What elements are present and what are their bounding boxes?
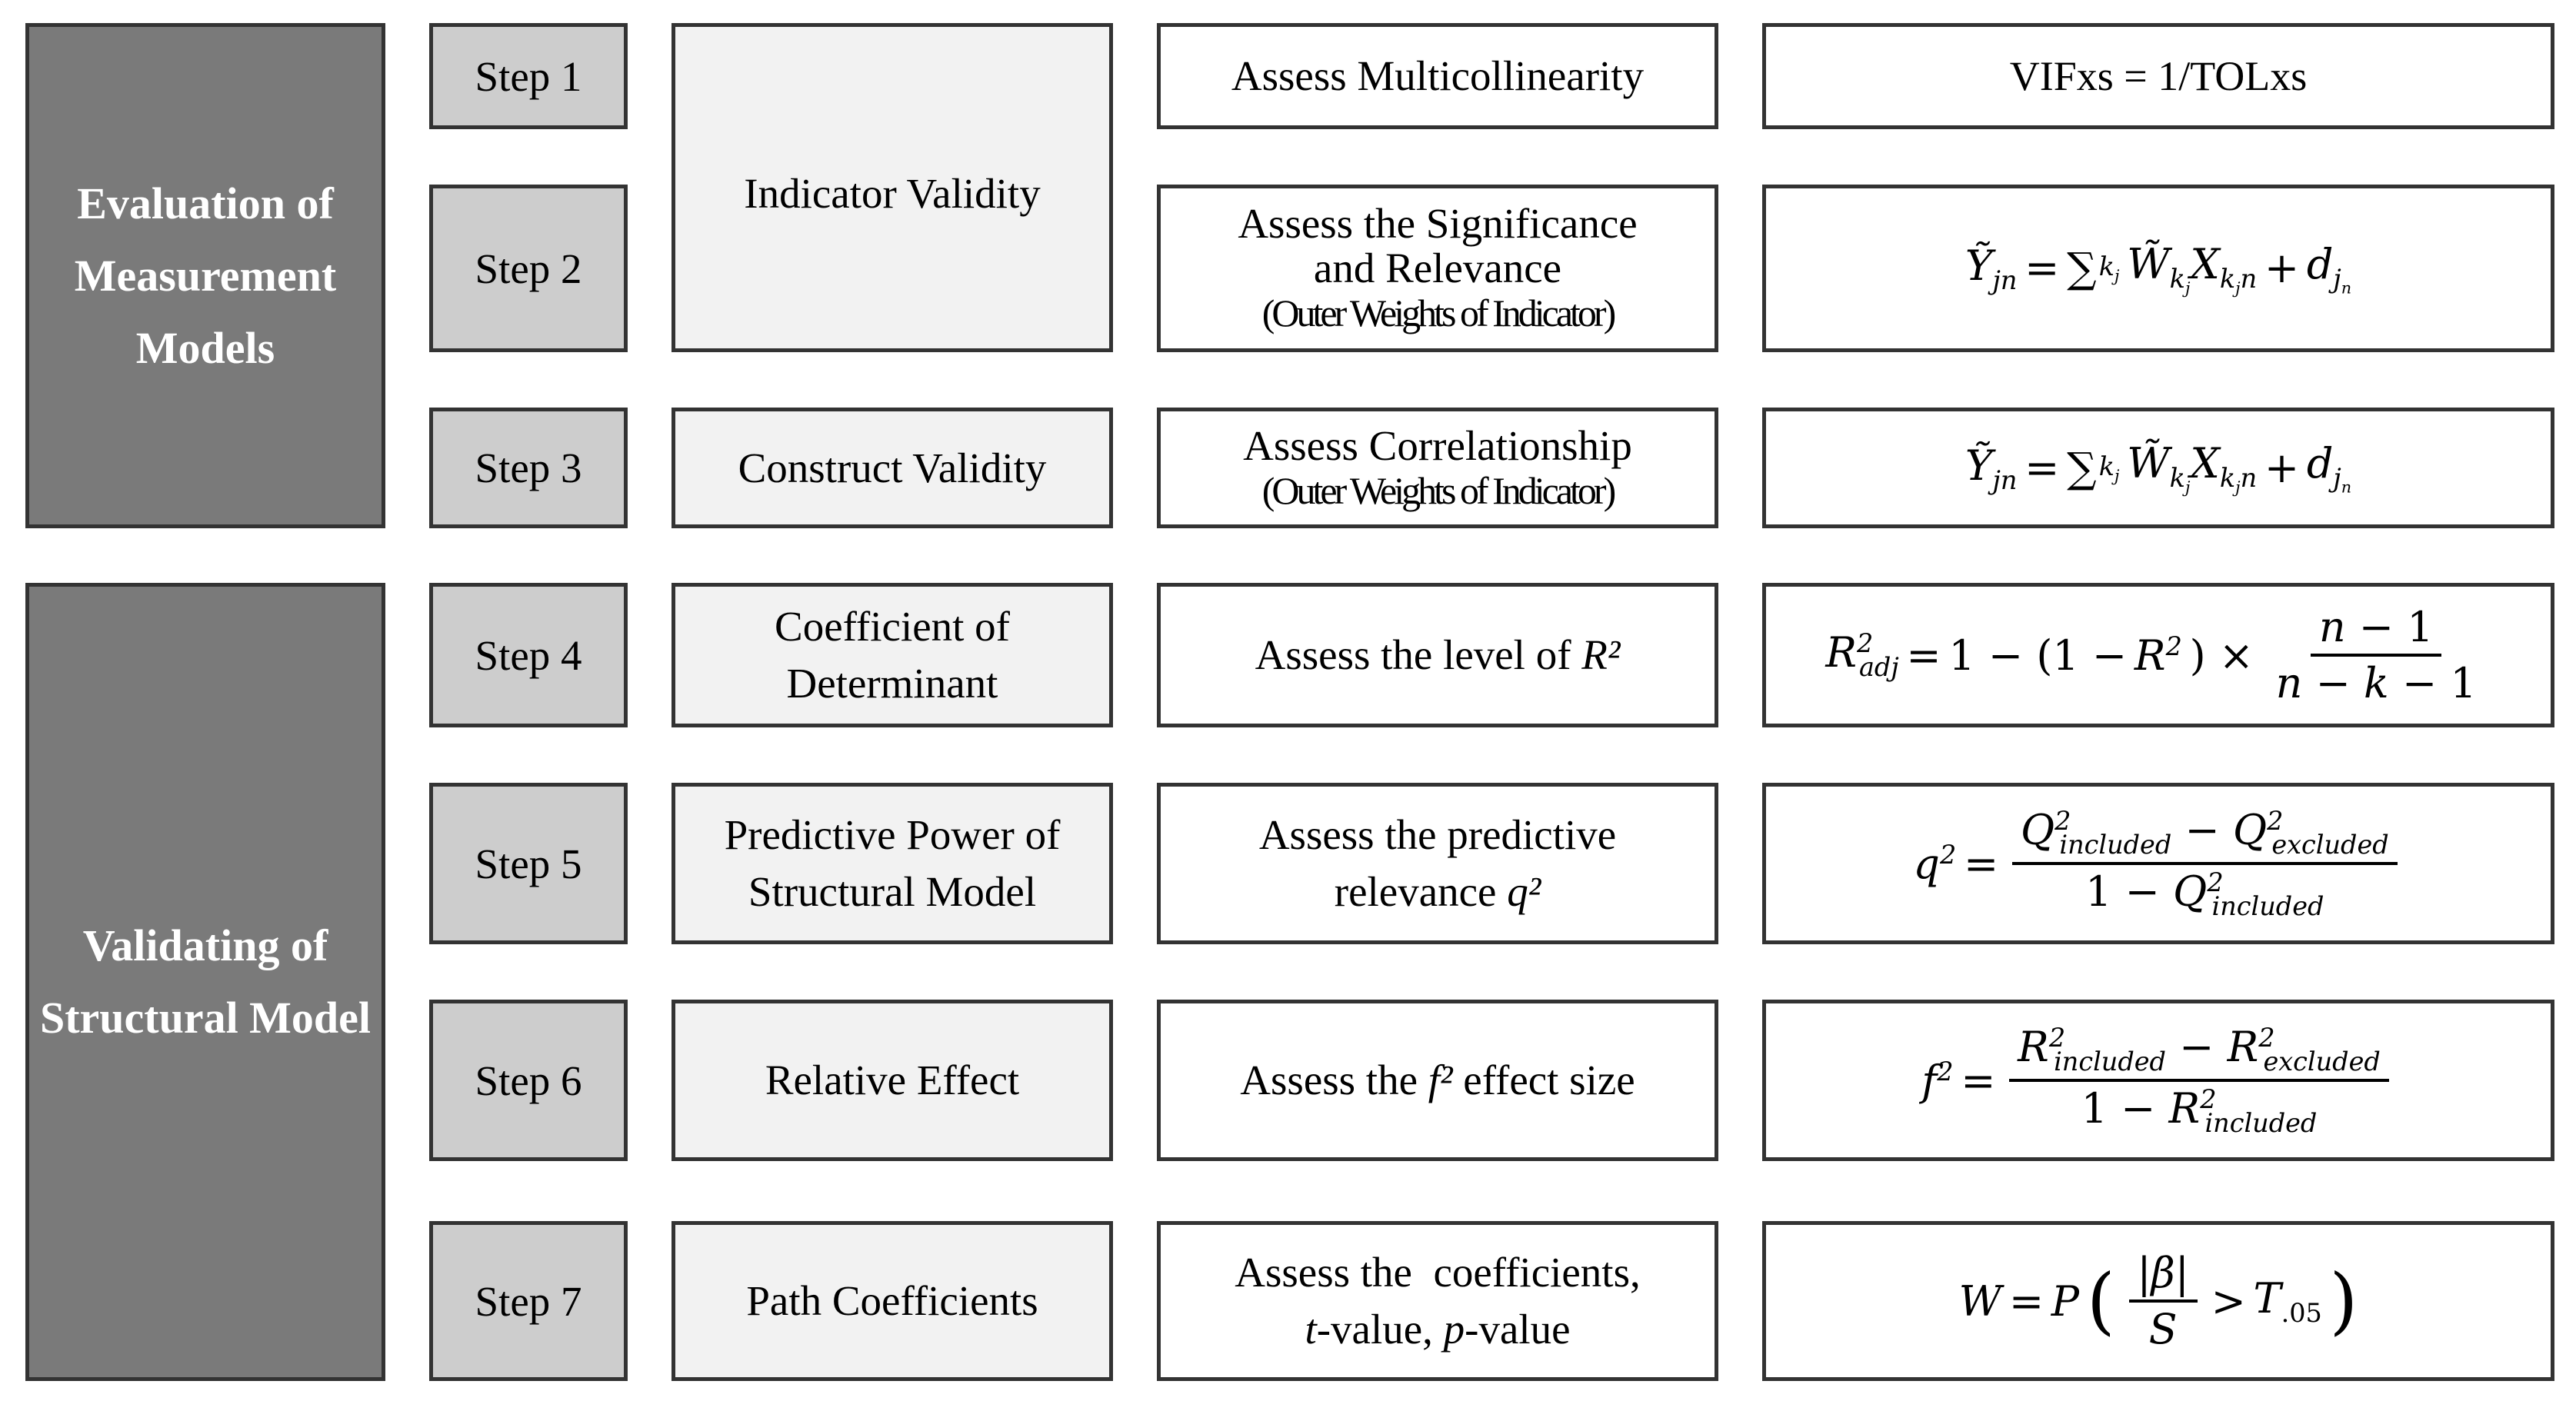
task-step-5: Assess the predictive relevance q² (1157, 783, 1718, 944)
task-line: Assess the Significance (1238, 200, 1638, 247)
task-line: Assess the predictive (1258, 811, 1617, 858)
step-3-box: Step 3 (429, 408, 628, 528)
step-label: Step 1 (475, 52, 582, 100)
task-symbol: q² (1507, 868, 1541, 915)
task-label: effect size (1463, 1057, 1635, 1103)
task-step-7: Assess the coefficients, t-value, p-valu… (1157, 1221, 1718, 1381)
task-line: relevance (1334, 868, 1497, 915)
task-line: Assess the coefficients, (1235, 1249, 1641, 1296)
task-symbol: t (1305, 1306, 1317, 1353)
formula-q2: q2= Q2included − Q2excluded 1 − Q2includ… (1913, 806, 2403, 921)
task-subtext: (Outer Weights of Indicator) (1261, 291, 1616, 334)
aspect-label: Predictive Power of Structural Model (724, 811, 1061, 915)
formula-step-7: W=P( |β|S >T.05) (1762, 1221, 2554, 1381)
step-1-box: Step 1 (429, 23, 628, 129)
task-line: -value, (1316, 1306, 1433, 1353)
aspect-label: Coefficient of Determinant (775, 603, 1010, 707)
aspect-relative-effect: Relative Effect (671, 1000, 1113, 1161)
step-label: Step 7 (475, 1277, 582, 1325)
aspect-predictive-power: Predictive Power of Structural Model (671, 783, 1113, 944)
task-step-1: Assess Multicollinearity (1157, 23, 1718, 129)
aspect-label: Construct Validity (738, 444, 1047, 491)
step-4-box: Step 4 (429, 583, 628, 727)
formula-step-3: Ỹjn=∑kj W̃kjXkjn+djn (1762, 408, 2554, 528)
step-7-box: Step 7 (429, 1221, 628, 1381)
formula-step-6: f2= R2included − R2excluded 1 − R2includ… (1762, 1000, 2554, 1161)
aspect-construct-validity: Construct Validity (671, 408, 1113, 528)
formula-outer-weights: Ỹjn=∑kj W̃kjXkjn+djn (1964, 439, 2352, 497)
formula-step-5: q2= Q2included − Q2excluded 1 − Q2includ… (1762, 783, 2554, 944)
task-step-4: Assess the level of R² (1157, 583, 1718, 727)
aspect-path-coefficients: Path Coefficients (671, 1221, 1113, 1381)
aspect-label: Path Coefficients (746, 1277, 1038, 1324)
task-symbol: p (1443, 1306, 1465, 1353)
task-label: Assess the (1240, 1057, 1418, 1103)
formula-path-coefficient: W=P( |β|S >T.05) (1958, 1248, 2358, 1354)
step-label: Step 4 (475, 631, 582, 679)
step-label: Step 5 (475, 840, 582, 887)
formula-outer-weights: Ỹjn=∑kj W̃kjXkjn+djn (1964, 239, 2352, 298)
aspect-label: Relative Effect (765, 1057, 1020, 1103)
task-line: -value (1465, 1306, 1571, 1353)
formula-step-1: VIFxs = 1/TOLxs (1762, 23, 2554, 129)
step-6-box: Step 6 (429, 1000, 628, 1161)
aspect-label: Indicator Validity (744, 170, 1041, 217)
task-line: Assess Correlationship (1243, 421, 1632, 469)
stage-label: Validating of Structural Model (39, 920, 372, 1043)
step-label: Step 6 (475, 1057, 582, 1104)
formula-f2: f2= R2included − R2excluded 1 − R2includ… (1921, 1023, 2394, 1138)
task-label: Assess Multicollinearity (1231, 52, 1645, 99)
task-subtext: (Outer Weights of Indicator) (1261, 468, 1616, 512)
step-2-box: Step 2 (429, 185, 628, 352)
stage-measurement-models: Evaluation of Measurement Models (25, 23, 385, 528)
task-step-2: Assess the Significance and Relevance (O… (1157, 185, 1718, 352)
task-step-3: Assess Correlationship (Outer Weights of… (1157, 408, 1718, 528)
task-line: and Relevance (1313, 245, 1562, 291)
task-symbol: R² (1581, 631, 1621, 678)
formula-vif: VIFxs = 1/TOLxs (2009, 53, 2308, 99)
step-label: Step 3 (475, 444, 582, 491)
aspect-indicator-validity: Indicator Validity (671, 23, 1113, 352)
task-symbol: f² (1428, 1057, 1453, 1103)
task-step-6: Assess the f² effect size (1157, 1000, 1718, 1161)
step-5-box: Step 5 (429, 783, 628, 944)
stage-label: Evaluation of Measurement Models (74, 178, 337, 373)
aspect-coefficient-of-determinant: Coefficient of Determinant (671, 583, 1113, 727)
task-label: Assess the level of (1255, 631, 1571, 678)
formula-step-2: Ỹjn=∑kj W̃kjXkjn+djn (1762, 185, 2554, 352)
stage-structural-model: Validating of Structural Model (25, 583, 385, 1381)
step-label: Step 2 (475, 245, 582, 292)
